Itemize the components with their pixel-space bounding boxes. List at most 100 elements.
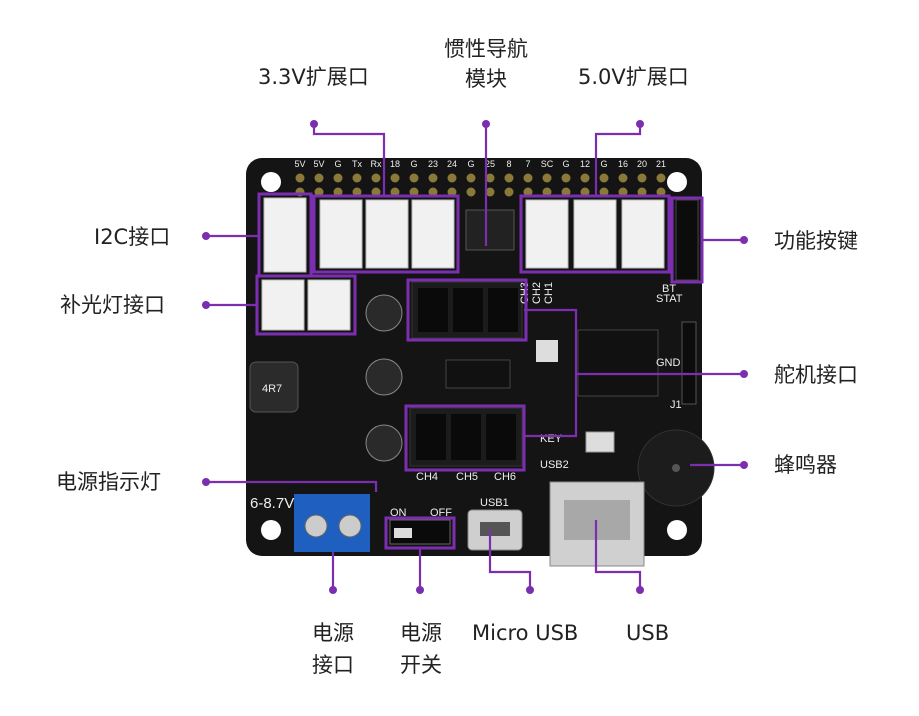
label-power-led: 电源指示灯 [56,470,161,494]
leader-dot [526,586,534,594]
header-pin [447,187,457,197]
header-pin [333,173,343,183]
key-button [585,431,615,453]
silk-j1: J1 [670,399,682,411]
header-pin [447,173,457,183]
header-pin [561,173,571,183]
silk-ch4: CH4 [416,471,438,483]
label-fill-light: 补光灯接口 [60,293,165,317]
j1-header [681,321,697,405]
highlight-servo-bottom [404,404,526,472]
driver-chip [445,359,511,389]
header-pin [314,187,324,197]
silk-voltage: 6-8.7V [250,495,294,512]
mount-hole [261,172,281,192]
header-pin [599,173,609,183]
header-pin [466,187,476,197]
leader-dot [202,478,210,486]
header-pin [523,173,533,183]
label-power-switch-line2: 开关 [400,653,442,677]
label-power-port-line1: 电源 [312,621,354,645]
header-pin-label: G [562,159,569,169]
header-pin-label: 5V [313,159,324,169]
leader-usb [594,520,642,590]
header-pin [295,173,305,183]
header-pin [466,173,476,183]
header-pin-label: 21 [656,159,666,169]
highlight-3v3 [312,194,460,274]
crystal [536,340,558,362]
header-pin [485,187,495,197]
header-pin [409,173,419,183]
leader-dot [740,236,748,244]
header-pin [637,187,647,197]
header-pin [390,187,400,197]
silk-on: ON [390,507,407,519]
silk-usb1: USB1 [480,497,509,509]
leader-ext33 [312,124,386,196]
leader-dot [202,232,210,240]
silk-ch6: CH6 [494,471,516,483]
silk-ch5: CH5 [456,471,478,483]
header-pin [618,187,628,197]
header-pin [542,187,552,197]
header-pin [618,173,628,183]
leader-micro-usb [488,530,532,590]
header-pin-label: 23 [428,159,438,169]
silk-ch1: CH1 [543,282,555,304]
label-i2c: I2C接口 [94,225,171,249]
header-pin [371,173,381,183]
leader-dot [310,120,318,128]
silk-off: OFF [430,507,452,519]
silk-stat: STAT [656,293,683,305]
leader-dot [202,301,210,309]
header-pin-label: 7 [525,159,530,169]
header-pin [314,173,324,183]
header-pin-label: 24 [447,159,457,169]
connector-fill-light [307,279,351,331]
silk-inductor: 4R7 [262,383,282,395]
header-pin [637,173,647,183]
servo-headers-top [411,281,523,339]
capacitor [365,424,403,462]
header-pin-label: G [600,159,607,169]
capacitor [365,358,403,396]
header-pin [504,187,514,197]
label-power-switch-line1: 电源 [400,621,442,645]
header-pin-label: G [334,159,341,169]
label-usb: USB [626,621,670,645]
label-power-port-line2: 接口 [312,653,354,677]
header-pin [485,173,495,183]
leader-dot [740,461,748,469]
imu-chip [465,209,515,251]
connector-fill-light [261,279,305,331]
header-pin-label: G [410,159,417,169]
servo-headers-bottom [409,407,523,467]
label-imu-line2: 模块 [465,67,507,91]
header-pin [542,173,552,183]
header-pin [333,187,343,197]
terminal-screw [338,514,362,538]
silk-ch2: CH2 [531,282,543,304]
silk-usb2: USB2 [540,459,569,471]
header-pin-label: Tx [352,159,362,169]
label-buzzer: 蜂鸣器 [774,453,837,477]
terminal-screw [304,514,328,538]
header-pin [352,187,362,197]
header-pin [428,173,438,183]
header-pin [561,187,571,197]
mount-hole [667,520,687,540]
mcu-chip [577,329,659,397]
header-pin [599,187,609,197]
silk-key: KEY [540,433,563,445]
inductor [249,361,299,413]
header-pin [428,187,438,197]
header-pin [371,187,381,197]
leader-dot [329,586,337,594]
header-pin [352,173,362,183]
label-servo: 舵机接口 [774,363,858,387]
connector-5v [525,199,665,269]
leader-dot [482,120,490,128]
label-ext50: 5.0V扩展口 [578,65,689,89]
